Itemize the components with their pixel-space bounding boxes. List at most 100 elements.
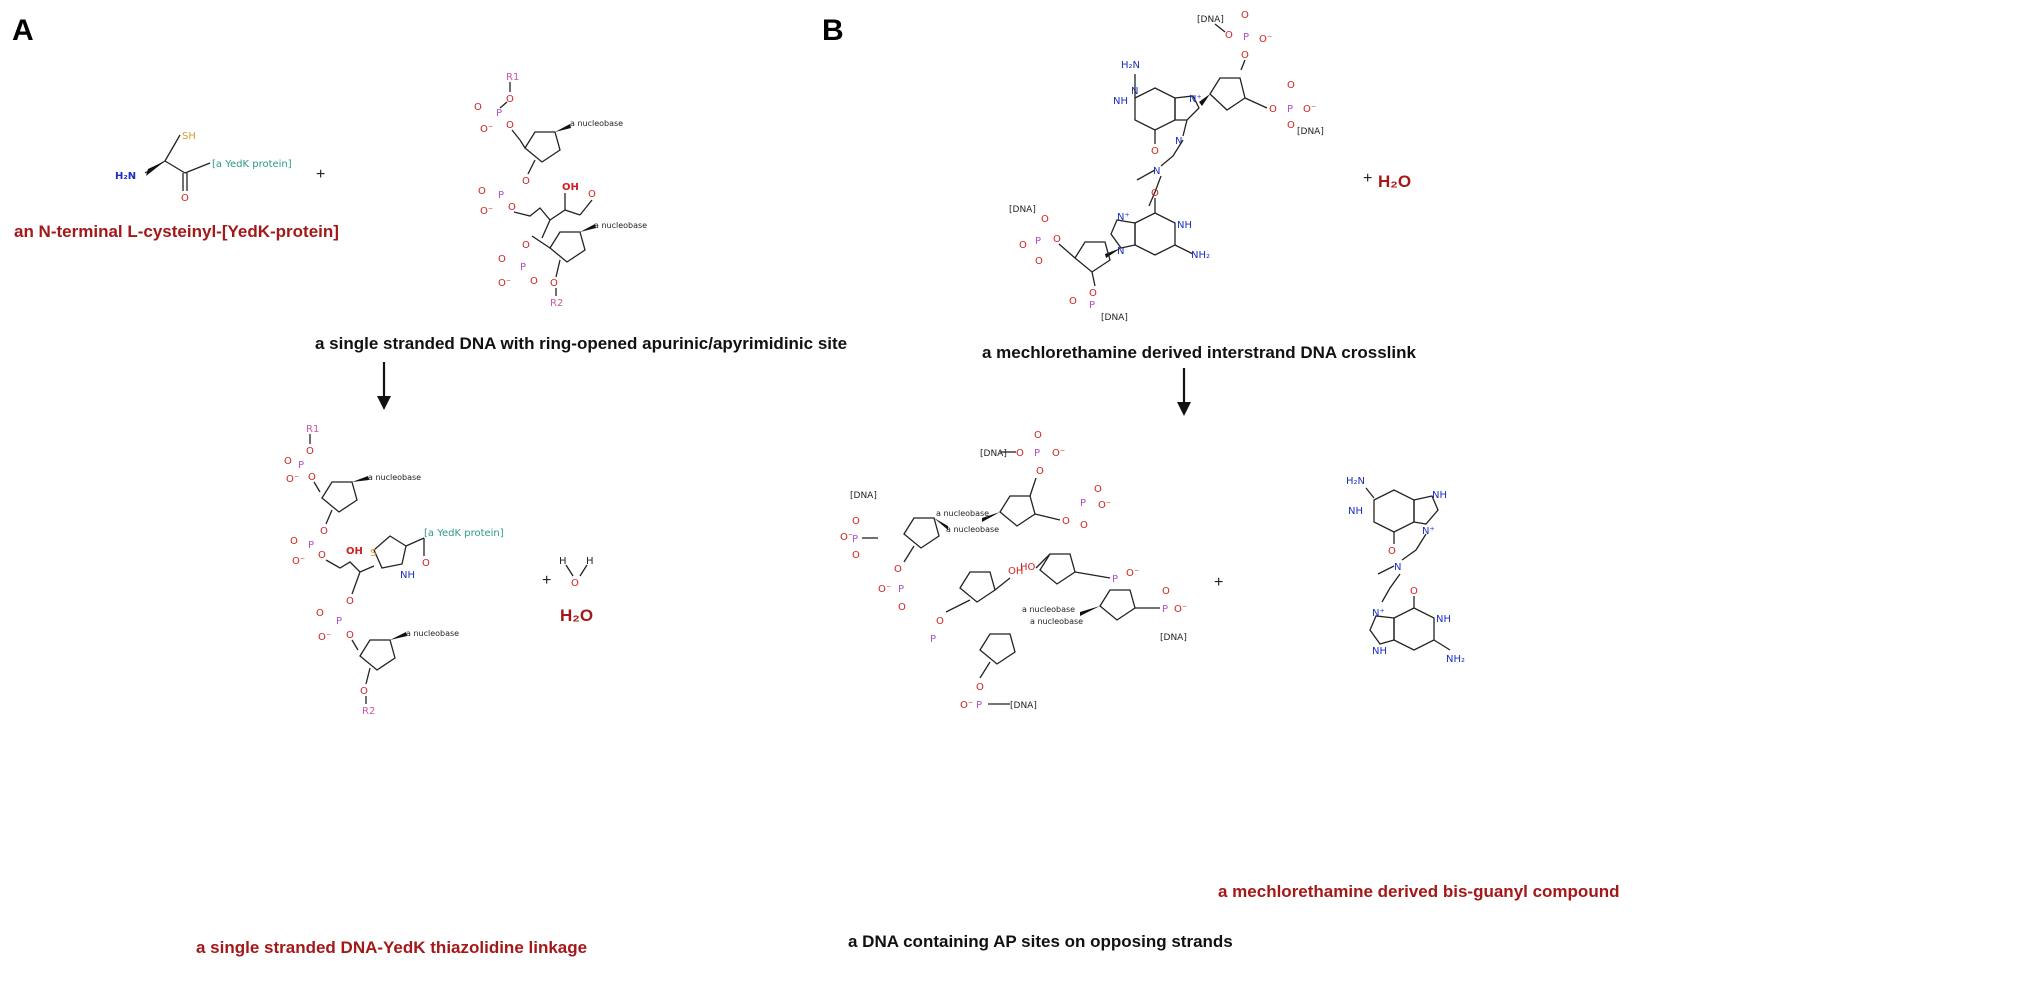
svg-text:O⁻: O⁻ (1303, 104, 1316, 115)
svg-text:a nucleobase: a nucleobase (570, 119, 623, 128)
svg-text:O: O (550, 278, 558, 289)
svg-text:H: H (559, 556, 567, 567)
svg-text:O: O (1019, 240, 1027, 251)
svg-text:O: O (1287, 80, 1295, 91)
svg-text:[a YedK protein]: [a YedK protein] (424, 528, 504, 539)
amine-label: H₂N (115, 171, 136, 182)
svg-text:P: P (1287, 104, 1293, 115)
svg-text:O: O (571, 578, 579, 589)
water-structure-a: H O H (559, 556, 594, 589)
svg-text:N⁺: N⁺ (1372, 608, 1385, 619)
svg-text:O: O (478, 186, 486, 197)
svg-text:OH: OH (346, 546, 363, 557)
svg-text:O: O (284, 456, 292, 467)
svg-text:HO: HO (1020, 562, 1036, 573)
svg-text:[DNA]: [DNA] (850, 491, 877, 501)
svg-text:NH: NH (1348, 506, 1363, 517)
svg-text:a nucleobase: a nucleobase (1022, 605, 1075, 614)
svg-text:P: P (1089, 300, 1095, 311)
svg-text:[DNA]: [DNA] (980, 449, 1007, 459)
svg-text:P: P (336, 616, 342, 627)
svg-text:O⁻: O⁻ (1052, 448, 1065, 459)
svg-text:P: P (1080, 498, 1086, 509)
svg-text:[DNA]: [DNA] (1297, 127, 1324, 137)
svg-text:O: O (474, 102, 482, 113)
svg-text:O: O (316, 608, 324, 619)
svg-text:O: O (306, 446, 314, 457)
plus-sign-b2: + (1214, 574, 1224, 591)
svg-text:P: P (976, 700, 982, 711)
svg-text:a nucleobase: a nucleobase (368, 473, 421, 482)
svg-text:P: P (1112, 574, 1118, 585)
svg-text:O: O (308, 472, 316, 483)
svg-text:O: O (852, 516, 860, 527)
svg-text:P: P (498, 190, 504, 201)
svg-text:O: O (976, 682, 984, 693)
svg-text:O⁻: O⁻ (1174, 604, 1187, 615)
svg-text:O: O (506, 94, 514, 105)
svg-text:O: O (852, 550, 860, 561)
svg-text:O⁻: O⁻ (1259, 34, 1272, 45)
ap-site-dna-lower-nucleotide: a nucleobase O R2 (531, 221, 647, 309)
svg-text:NH: NH (400, 570, 415, 581)
svg-text:O: O (1241, 10, 1249, 21)
reaction-arrow-a (377, 362, 391, 410)
svg-text:P: P (1243, 32, 1249, 43)
svg-text:N: N (1117, 246, 1124, 257)
svg-text:O: O (588, 189, 596, 200)
plus-sign-a1: + (316, 166, 326, 183)
svg-text:P: P (520, 262, 526, 273)
thiazolidine-product-structure: R1 O P O O⁻ O a nucleobase O P O O⁻ O OH… (284, 424, 504, 717)
svg-text:O: O (1016, 448, 1024, 459)
svg-text:H: H (586, 556, 594, 567)
svg-text:O⁻: O⁻ (840, 532, 853, 543)
plus-sign-a2: + (542, 572, 552, 589)
svg-text:R2: R2 (362, 706, 375, 717)
svg-text:a nucleobase: a nucleobase (946, 525, 999, 534)
svg-text:O: O (1041, 214, 1049, 225)
ap-site-dna-structure: R1 O P O O⁻ O a nucleobase O P O O⁻ O OH… (474, 72, 623, 289)
svg-text:NH₂: NH₂ (1191, 250, 1210, 261)
svg-text:O: O (508, 202, 516, 213)
svg-text:a nucleobase: a nucleobase (1030, 617, 1083, 626)
svg-text:O: O (346, 630, 354, 641)
svg-text:OH: OH (562, 182, 579, 193)
ap-sites-dna-structure: [DNA] O P O O⁻ O O P O O⁻ O a nucleobase… (840, 430, 1187, 711)
svg-text:O: O (1069, 296, 1077, 307)
svg-text:P: P (1162, 604, 1168, 615)
product-ap-sites-dna-name: a DNA containing AP sites on opposing st… (848, 932, 1233, 951)
svg-text:O: O (894, 564, 902, 575)
svg-text:O: O (1151, 188, 1159, 199)
svg-text:[DNA]: [DNA] (1197, 15, 1224, 25)
svg-text:O: O (506, 120, 514, 131)
svg-text:O: O (530, 276, 538, 287)
svg-text:O: O (898, 602, 906, 613)
svg-text:P: P (496, 108, 502, 119)
yedk-protein-label: [a YedK protein] (212, 159, 292, 170)
svg-text:[DNA]: [DNA] (1009, 205, 1036, 215)
svg-text:O⁻: O⁻ (292, 556, 305, 567)
svg-text:O: O (1241, 50, 1249, 61)
svg-text:N: N (1394, 562, 1401, 573)
svg-text:O: O (1034, 430, 1042, 441)
svg-text:O: O (290, 536, 298, 547)
svg-text:N⁺: N⁺ (1189, 94, 1202, 105)
interstrand-crosslink-structure: [DNA] O P O O⁻ O O P O O⁻ O [DNA] N⁺ N N… (1009, 10, 1324, 323)
svg-text:O: O (1062, 516, 1070, 527)
svg-text:NH: NH (1113, 96, 1128, 107)
svg-text:P: P (852, 534, 858, 545)
svg-text:O⁻: O⁻ (480, 124, 493, 135)
svg-text:a nucleobase: a nucleobase (406, 629, 459, 638)
svg-text:[DNA]: [DNA] (1010, 701, 1037, 711)
svg-text:O: O (522, 240, 530, 251)
svg-text:O: O (318, 550, 326, 561)
svg-text:O: O (498, 254, 506, 265)
svg-text:O⁻: O⁻ (480, 206, 493, 217)
svg-text:N: N (1153, 166, 1160, 177)
svg-text:NH: NH (1372, 646, 1387, 657)
svg-text:P: P (898, 584, 904, 595)
reactant-cysteinyl-name: an N-terminal L-cysteinyl-[YedK-protein] (14, 222, 339, 241)
svg-text:P: P (1035, 236, 1041, 247)
svg-text:O: O (1080, 520, 1088, 531)
svg-text:O⁻: O⁻ (1126, 568, 1139, 579)
